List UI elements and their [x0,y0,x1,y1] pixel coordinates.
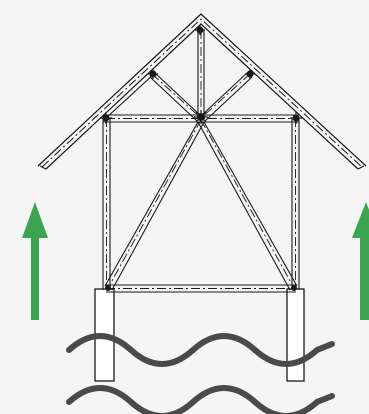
right-stilt [287,289,304,381]
bottom-left-joint [105,285,111,291]
roof [38,14,366,169]
left-arrow-shaft [31,234,39,320]
wall-frame [103,115,299,292]
truss-centrelines [108,30,294,288]
right-arrow-head [352,202,369,238]
roof-outer-line [38,14,366,166]
roof-centrelines [42,19,362,167]
stilts [95,289,304,381]
left-uplift-arrow [22,202,48,320]
bottom-right-joint [291,285,297,291]
right-uplift-arrow [352,202,369,320]
joint-bursts [100,25,302,124]
water-wave-lower [69,388,332,414]
right-arrow-shaft [360,234,369,320]
roof-right-eave [358,166,364,169]
roof-inner-line [46,24,358,169]
wall-centrelines [106,118,296,290]
left-arrow-head [22,202,48,238]
